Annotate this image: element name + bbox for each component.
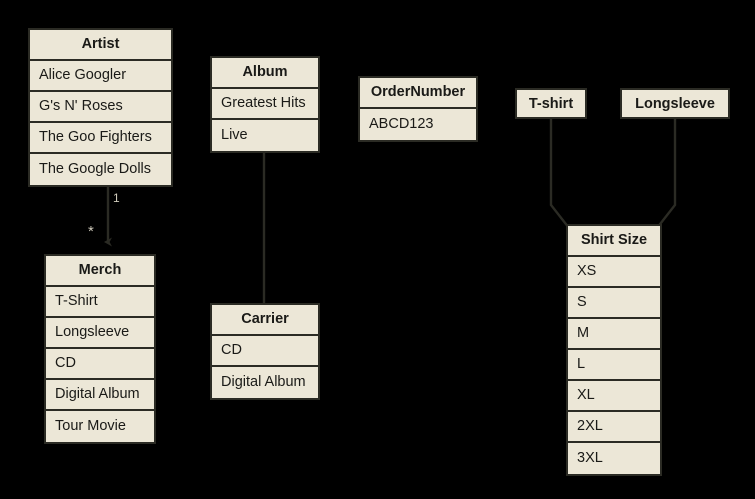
entity-artist-row[interactable]: Alice Googler [30,61,171,92]
entity-order-number-row[interactable]: ABCD123 [360,109,476,140]
entity-merch-row[interactable]: CD [46,349,154,380]
entity-carrier-header: Carrier [212,305,318,336]
connector-tshirt-to-shirt-size [549,118,570,229]
entity-album[interactable]: Album Greatest Hits Live [210,56,320,153]
entity-album-header: Album [212,58,318,89]
entity-album-row[interactable]: Greatest Hits [212,89,318,120]
entity-artist-row[interactable]: G's N' Roses [30,92,171,123]
entity-tshirt-label: T-shirt [528,95,574,112]
entity-longsleeve[interactable]: Longsleeve [620,88,730,119]
entity-tshirt[interactable]: T-shirt [515,88,587,119]
entity-artist-header: Artist [30,30,171,61]
cardinality-label-source: 1 [113,191,120,205]
entity-carrier-row[interactable]: Digital Album [212,367,318,398]
entity-artist[interactable]: Artist Alice Googler G's N' Roses The Go… [28,28,173,187]
entity-artist-row[interactable]: The Google Dolls [30,154,171,185]
entity-shirt-size-row[interactable]: 3XL [568,443,660,474]
connector-longsleeve-to-shirt-size [656,118,677,229]
entity-shirt-size-row[interactable]: L [568,350,660,381]
entity-artist-row[interactable]: The Goo Fighters [30,123,171,154]
entity-shirt-size-row[interactable]: S [568,288,660,319]
entity-shirt-size-row[interactable]: XL [568,381,660,412]
entity-album-row[interactable]: Live [212,120,318,151]
cardinality-label-target: * [88,223,94,240]
entity-carrier[interactable]: Carrier CD Digital Album [210,303,320,400]
entity-merch-row[interactable]: Tour Movie [46,411,154,442]
entity-merch[interactable]: Merch T-Shirt Longsleeve CD Digital Albu… [44,254,156,444]
entity-order-number[interactable]: OrderNumber ABCD123 [358,76,478,142]
entity-merch-row[interactable]: Digital Album [46,380,154,411]
entity-shirt-size[interactable]: Shirt Size XS S M L XL 2XL 3XL [566,224,662,476]
entity-merch-header: Merch [46,256,154,287]
entity-shirt-size-row[interactable]: XS [568,257,660,288]
entity-merch-row[interactable]: T-Shirt [46,287,154,318]
entity-merch-row[interactable]: Longsleeve [46,318,154,349]
entity-shirt-size-row[interactable]: M [568,319,660,350]
entity-longsleeve-label: Longsleeve [635,95,715,112]
entity-carrier-row[interactable]: CD [212,336,318,367]
entity-shirt-size-row[interactable]: 2XL [568,412,660,443]
entity-order-number-header: OrderNumber [360,78,476,109]
entity-shirt-size-header: Shirt Size [568,226,660,257]
